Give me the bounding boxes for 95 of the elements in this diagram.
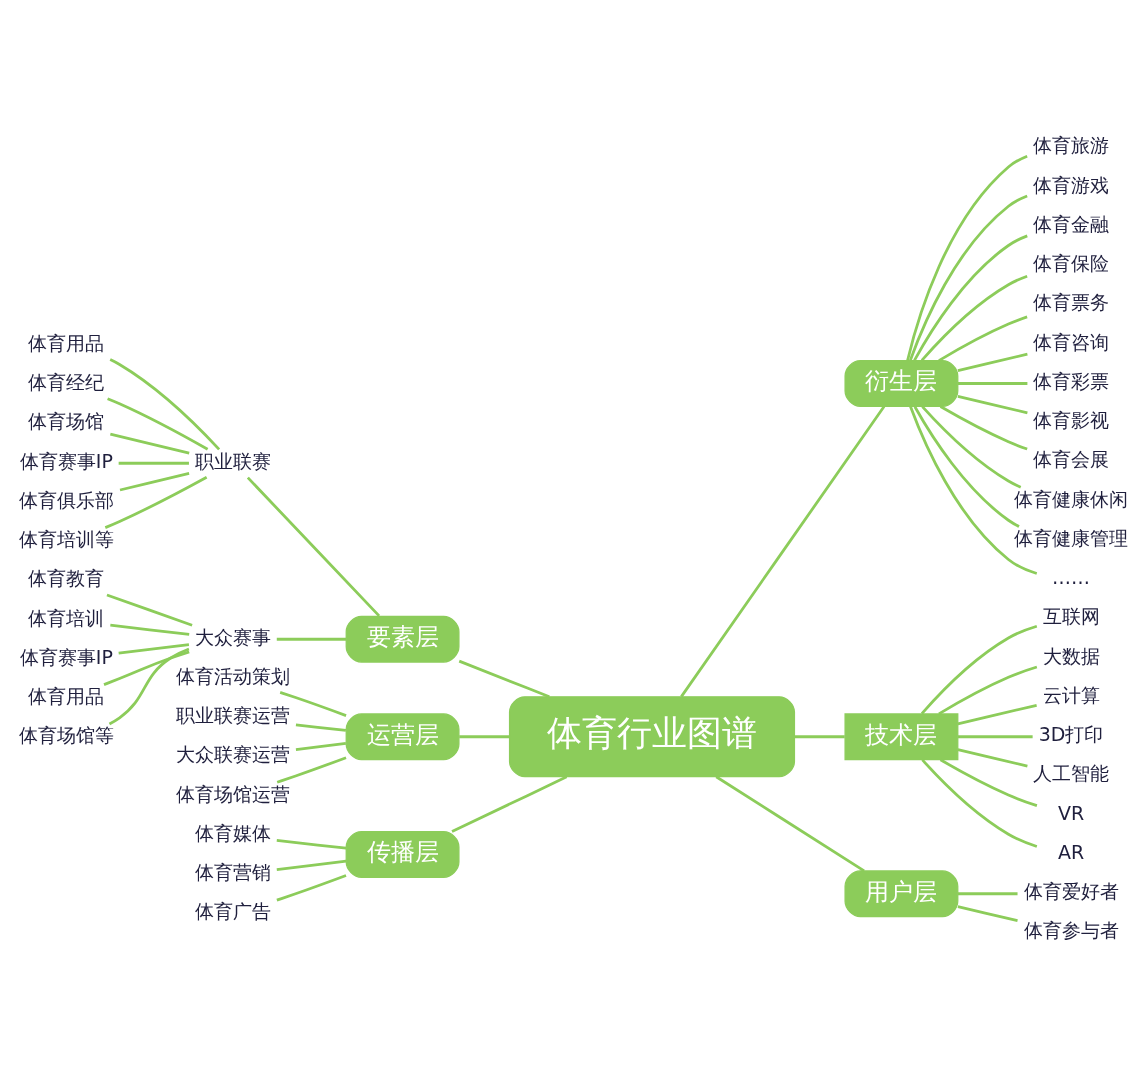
- node-text: 人工智能: [1033, 761, 1110, 784]
- node-text: 体育票务: [1033, 290, 1110, 313]
- node-text: 体育场馆运营: [175, 782, 290, 805]
- node-text: 体育游戏: [1033, 173, 1110, 196]
- connector: [957, 394, 1028, 414]
- node-text: 体育场馆等: [18, 723, 114, 746]
- node-text: VR: [1058, 801, 1085, 824]
- node-text: 体育健康管理: [1014, 526, 1129, 549]
- node-text: 大众联赛运营: [175, 742, 290, 765]
- connector: [921, 758, 1038, 848]
- node-text: 体育彩票: [1033, 369, 1110, 392]
- node-text: 体育赛事IP: [19, 645, 113, 668]
- node-box: 运营层: [345, 712, 460, 760]
- node-text: 体育活动策划: [175, 664, 290, 687]
- connector: [276, 838, 347, 850]
- node-text: 云计算: [1042, 683, 1100, 706]
- node-text: ……: [1052, 565, 1091, 588]
- connector: [246, 476, 381, 617]
- node-text: 职业联赛运营: [175, 703, 290, 726]
- node-text: 大众赛事: [194, 625, 271, 648]
- connector: [957, 703, 1037, 725]
- connector: [458, 659, 550, 698]
- node-text: 体育经纪: [28, 370, 105, 393]
- node-text: 体育用品: [28, 684, 105, 707]
- node-box: 要素层: [345, 615, 460, 663]
- connector: [295, 741, 347, 751]
- node-text: 体育营销: [194, 860, 271, 883]
- node-text: 体育用品: [28, 331, 105, 354]
- connector: [276, 873, 347, 901]
- connector: [276, 859, 347, 871]
- node-text: 体育保险: [1033, 251, 1110, 274]
- connector: [459, 734, 510, 738]
- connector: [119, 471, 190, 491]
- connector: [794, 734, 845, 738]
- connector: [108, 647, 190, 725]
- node-text: 体育金融: [1033, 212, 1110, 235]
- connector: [920, 624, 1038, 715]
- connector: [957, 904, 1018, 922]
- connector: [715, 775, 865, 872]
- connector: [913, 234, 1028, 361]
- connector: [103, 650, 190, 686]
- connector: [909, 405, 1038, 575]
- connector: [295, 722, 347, 732]
- node-text: 体育场馆: [28, 409, 105, 432]
- node-box: 传播层: [345, 830, 460, 878]
- connector: [957, 352, 1028, 372]
- node-text: 体育咨询: [1033, 330, 1110, 353]
- node-text: 体育培训等: [18, 527, 114, 550]
- node-text: 体育媒体: [194, 821, 271, 844]
- connector: [109, 357, 221, 450]
- connector: [939, 758, 1038, 807]
- connector: [909, 194, 1028, 361]
- connector: [107, 396, 209, 450]
- node-text: AR: [1058, 840, 1085, 863]
- connector: [938, 315, 1028, 362]
- connector: [118, 642, 190, 655]
- node-text: 体育广告: [194, 899, 271, 922]
- connector: [451, 775, 568, 833]
- node-text: 职业联赛: [194, 449, 271, 472]
- node-text: 体育健康休闲: [1014, 487, 1129, 510]
- connector: [906, 154, 1028, 361]
- node-text: 体育教育: [28, 566, 105, 589]
- node-box: 体育行业图谱: [508, 695, 796, 777]
- connector: [110, 623, 190, 636]
- node-box: 衍生层: [844, 359, 959, 407]
- connector: [913, 405, 1020, 528]
- node-text: 互联网: [1042, 604, 1100, 627]
- node-text: 大数据: [1042, 644, 1100, 667]
- node-text: 体育赛事IP: [19, 449, 113, 472]
- connector: [957, 891, 1018, 895]
- connector: [920, 274, 1028, 361]
- node-text: 体育影视: [1033, 408, 1110, 431]
- connector: [279, 690, 347, 717]
- connector: [110, 432, 190, 454]
- connector: [104, 475, 208, 529]
- node-text: 体育培训: [28, 606, 105, 629]
- connector: [957, 734, 1033, 738]
- node-box: 用户层: [844, 869, 959, 917]
- node-text: 体育俱乐部: [18, 488, 114, 511]
- connector: [921, 405, 1022, 488]
- node-text: 体育会展: [1033, 447, 1110, 470]
- node-text: 体育爱好者: [1023, 879, 1119, 902]
- node-text: 体育旅游: [1033, 133, 1110, 156]
- connector: [276, 637, 347, 641]
- node-text: 体育参与者: [1023, 918, 1119, 941]
- node-box: 技术层: [844, 712, 959, 760]
- connector: [680, 405, 886, 697]
- connector: [957, 381, 1028, 385]
- connector: [938, 665, 1038, 715]
- connector: [939, 404, 1028, 450]
- node-text: 3D打印: [1038, 722, 1104, 745]
- connector: [957, 747, 1028, 767]
- connector: [106, 593, 193, 627]
- connector: [276, 755, 347, 784]
- connector: [118, 461, 189, 465]
